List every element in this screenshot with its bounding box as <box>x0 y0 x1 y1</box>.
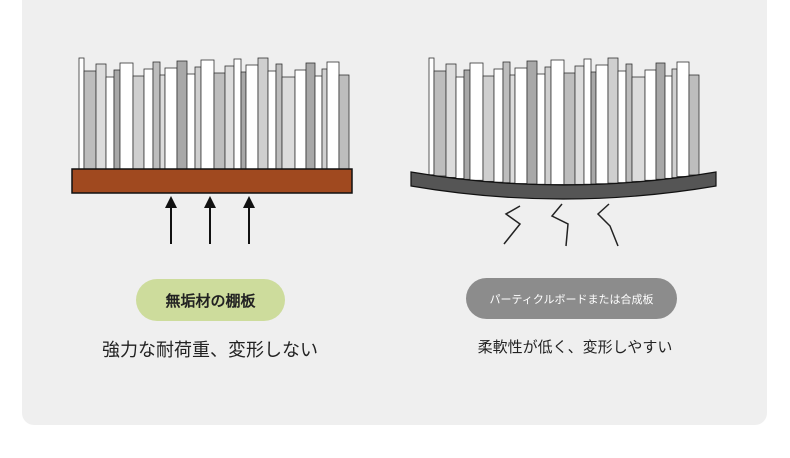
particle-board-caption: 柔軟性が低く、変形しやすい <box>477 338 673 356</box>
book-spine <box>428 57 435 176</box>
book-spine <box>509 74 516 184</box>
book-spine <box>164 67 178 170</box>
book-spine <box>631 76 646 182</box>
book-spine <box>105 76 115 170</box>
book-spine <box>671 68 678 179</box>
book-spine <box>676 61 690 177</box>
book-spine <box>83 70 97 170</box>
book-spine <box>245 64 259 170</box>
particle-board-label: パーティクルボードまたは合成板 <box>466 278 677 319</box>
zigzag-icon <box>550 203 569 247</box>
book-spine <box>550 59 565 185</box>
book-spine <box>78 57 85 170</box>
book-spine <box>688 74 700 176</box>
book-spine <box>213 72 226 170</box>
book-spine <box>455 76 465 179</box>
book-spine <box>233 58 242 170</box>
book-spine <box>607 57 619 184</box>
book-spine <box>502 61 511 184</box>
book-spine <box>595 64 609 185</box>
book-spine <box>644 69 657 181</box>
book-spine <box>563 72 576 185</box>
sagging-board <box>410 171 717 200</box>
left-books <box>78 57 350 170</box>
solid-wood-caption: 強力な耐荷重、変形しない <box>102 340 318 361</box>
book-spine <box>655 62 666 180</box>
book-spine <box>574 65 585 185</box>
book-spine <box>186 73 196 170</box>
book-spine <box>526 60 538 185</box>
book-spine <box>664 75 673 179</box>
book-spine <box>257 57 269 170</box>
right-books <box>428 57 700 185</box>
book-spine <box>326 61 340 170</box>
book-spine <box>463 69 471 180</box>
zigzag-icon <box>596 203 619 247</box>
book-spine <box>113 69 121 170</box>
zigzag-icon <box>503 205 522 245</box>
support-arrows <box>165 196 255 244</box>
book-spine <box>482 75 495 182</box>
book-spine <box>132 75 145 170</box>
book-spine <box>625 63 633 183</box>
book-spine <box>275 63 283 170</box>
book-spine <box>433 70 447 177</box>
book-spine <box>119 62 134 170</box>
book-spine <box>176 60 188 170</box>
book-spine <box>281 76 296 170</box>
book-spine <box>493 68 504 183</box>
book-spine <box>152 61 161 170</box>
solid-wood-label: 無垢材の棚板 <box>136 279 285 321</box>
book-spine <box>469 62 484 181</box>
book-spine <box>305 62 316 170</box>
book-spine <box>583 58 592 185</box>
book-spine <box>514 67 528 184</box>
book-spine <box>314 75 323 170</box>
book-spine <box>445 63 457 178</box>
book-spine <box>267 70 277 170</box>
book-spine <box>240 71 247 170</box>
solid-wood-shelf <box>71 168 353 194</box>
book-spine <box>617 70 627 183</box>
book-spine <box>194 66 202 170</box>
book-spine <box>536 73 546 185</box>
stress-zigzags <box>503 203 619 247</box>
book-spine <box>321 68 328 170</box>
book-spine <box>338 74 350 170</box>
book-spine <box>95 63 107 170</box>
book-spine <box>544 66 552 185</box>
book-spine <box>590 71 597 185</box>
book-spine <box>200 59 215 170</box>
book-spine <box>224 65 235 170</box>
book-spine <box>294 69 307 170</box>
book-spine <box>159 74 166 170</box>
book-spine <box>143 68 154 170</box>
